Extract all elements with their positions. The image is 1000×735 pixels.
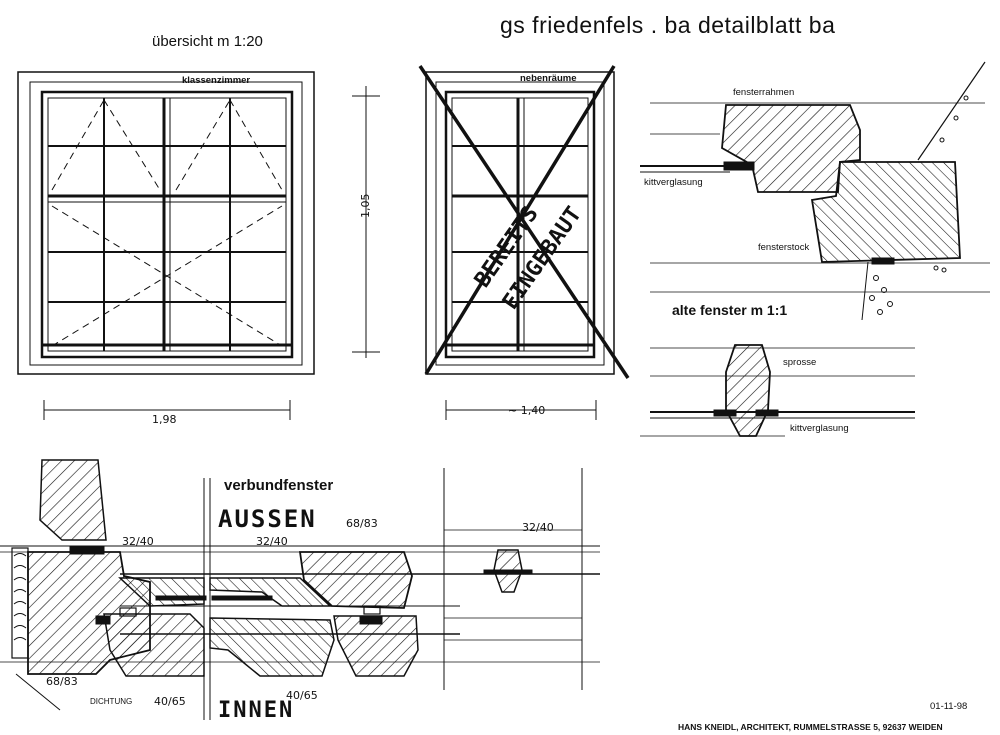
- label-kittverglasung-top: kittverglasung: [644, 177, 703, 188]
- old-window-scale: alte fenster m 1:1: [672, 302, 788, 318]
- dim-width-right: ~ 1,40: [508, 404, 546, 417]
- label-innen: INNEN: [218, 698, 295, 723]
- dim-height-left: 1,05: [359, 193, 372, 219]
- dim-68-83-bottom: 68/83: [46, 675, 78, 688]
- label-dichtung: DICHTUNG: [90, 697, 133, 706]
- label-fensterrahmen: fensterrahmen: [733, 87, 795, 98]
- overview-scale-label: übersicht m 1:20: [152, 33, 263, 50]
- label-nebenraeume: nebenräume: [520, 73, 577, 84]
- dim-40-65-b: 40/65: [286, 689, 318, 702]
- label-fensterstock: fensterstock: [758, 242, 810, 253]
- dim-32-40-a: 32/40: [122, 535, 154, 548]
- label-klassenzimmer: klassenzimmer: [182, 75, 251, 86]
- dim-40-65-a: 40/65: [154, 695, 186, 708]
- dim-32-40-b: 32/40: [256, 535, 288, 548]
- verbundfenster-title: verbundfenster: [224, 477, 334, 494]
- label-kittverglasung-bottom: kittverglasung: [790, 423, 849, 434]
- label-aussen: AUSSEN: [218, 505, 317, 533]
- architect-footer: HANS KNEIDL, ARCHITEKT, RUMMELSTRASSE 5,…: [678, 722, 943, 732]
- verbundfenster-section: [0, 459, 600, 720]
- old-window-section: [640, 61, 990, 437]
- dim-32-40-c: 32/40: [522, 521, 554, 534]
- window-nebenraeume: [418, 65, 630, 379]
- dim-width-left: 1,98: [152, 413, 177, 426]
- dim-68-83-top: 68/83: [346, 517, 378, 530]
- date-signature: 01-11-98: [930, 701, 968, 712]
- dimension-line-right: [445, 400, 597, 420]
- label-sprosse: sprosse: [783, 357, 817, 368]
- window-klassenzimmer: [17, 71, 315, 375]
- sheet-title: gs friedenfels . ba detailblatt ba: [500, 12, 836, 38]
- dimension-lines-left: [43, 86, 380, 420]
